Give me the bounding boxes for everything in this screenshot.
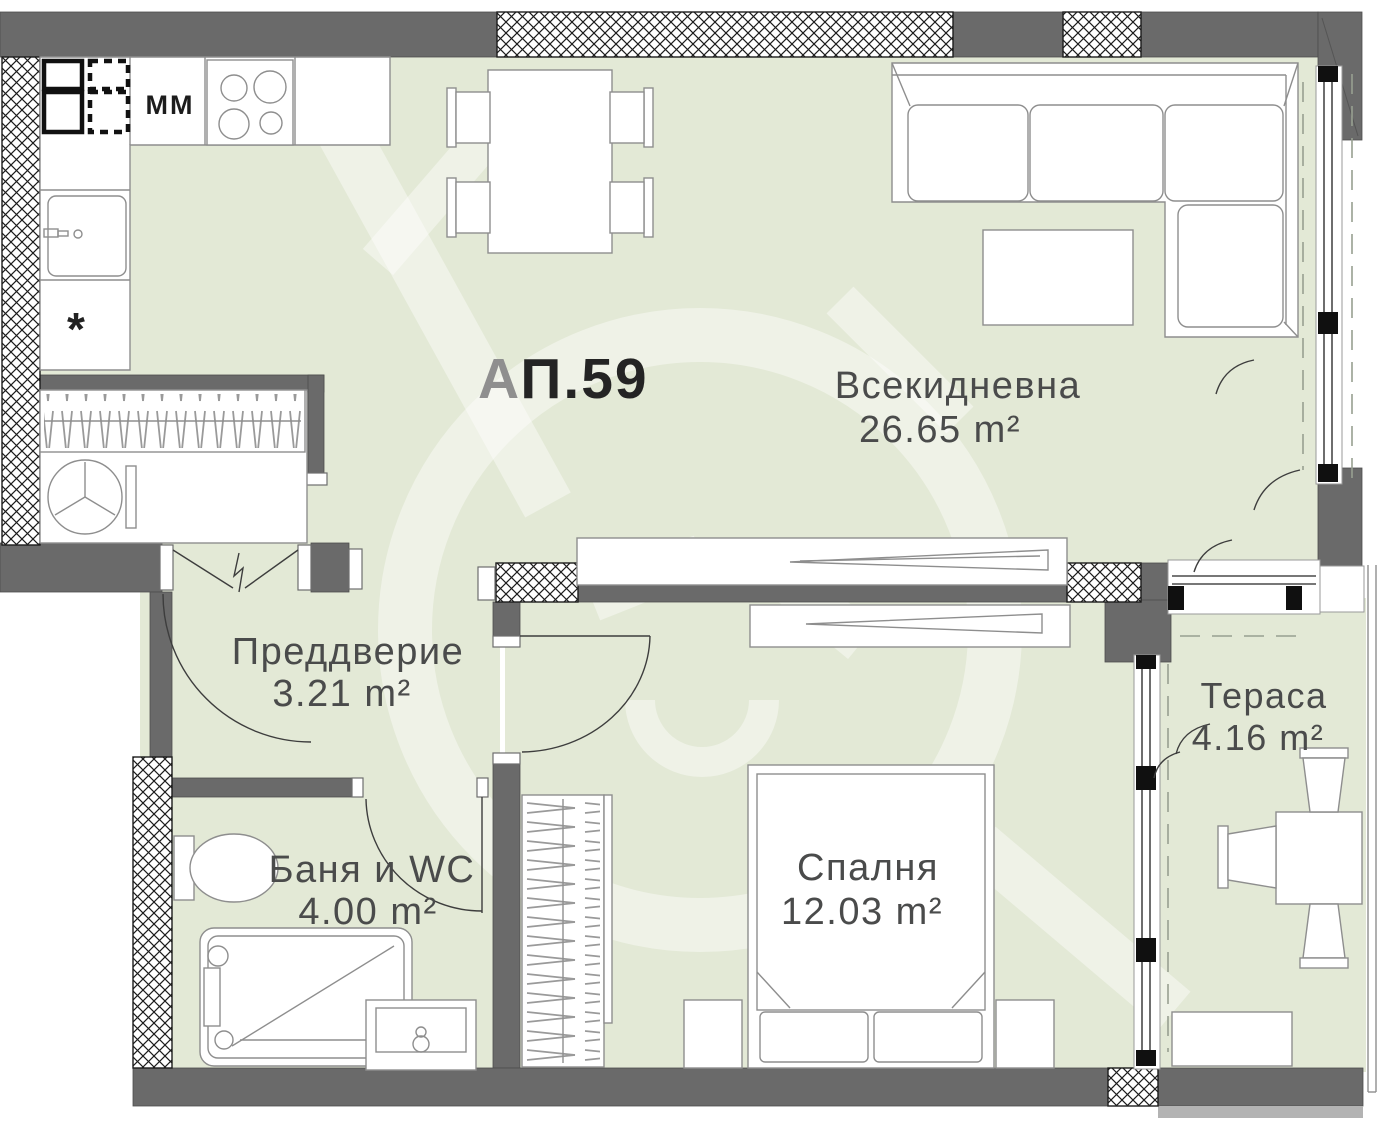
insulation-hatch-walls bbox=[1, 11, 1159, 1107]
dining-chair bbox=[446, 87, 491, 148]
hall-wardrobe-icon bbox=[39, 389, 306, 453]
appliance-label-mm: MM bbox=[146, 90, 195, 120]
dishwasher-icon bbox=[87, 58, 131, 135]
tv-icon-living bbox=[789, 549, 1049, 571]
room-label-bath-name: Баня и WC bbox=[269, 849, 476, 891]
dining-chair bbox=[609, 87, 654, 148]
dining-chair bbox=[609, 177, 654, 238]
terrace-table bbox=[1275, 811, 1363, 905]
room-label-terrace-area: 4.16 m² bbox=[1192, 717, 1325, 758]
tv-cabinet-bedroom bbox=[749, 604, 1071, 648]
terrace-door-window bbox=[1167, 559, 1365, 637]
room-label-terrace-name: Тераса bbox=[1200, 675, 1327, 716]
window-swing-marks bbox=[1153, 359, 1301, 779]
corner-sofa bbox=[891, 62, 1299, 338]
bedroom-furniture bbox=[520, 604, 1071, 1069]
entrance-door bbox=[162, 549, 312, 743]
room-label-living-name: Всекидневна bbox=[835, 365, 1081, 407]
coffee-table bbox=[982, 229, 1134, 326]
kitchen-area: * bbox=[39, 56, 391, 544]
labels: АП.59 MM Всекидневна 26.65 m² Преддверие… bbox=[146, 90, 1327, 933]
pillow bbox=[759, 1011, 869, 1063]
room-label-living-area: 26.65 m² bbox=[859, 409, 1021, 451]
bedroom-wardrobe-icon bbox=[521, 794, 613, 1068]
living-room-window bbox=[1302, 65, 1353, 485]
room-label-hall-area: 3.21 m² bbox=[272, 673, 411, 715]
double-bed bbox=[747, 764, 995, 1069]
room-label-bath-area: 4.00 m² bbox=[298, 891, 437, 933]
terrace-chair bbox=[1299, 903, 1349, 969]
dining-area bbox=[446, 69, 654, 254]
toilet-icon bbox=[173, 833, 279, 903]
shower-icon bbox=[199, 927, 413, 1067]
living-room-furniture bbox=[576, 62, 1299, 586]
fridge-star-symbol: * bbox=[67, 303, 85, 355]
dining-chair bbox=[446, 177, 491, 238]
terrace-furniture bbox=[1171, 747, 1363, 1067]
bedroom-terrace-window bbox=[1133, 654, 1169, 1070]
bedroom-door bbox=[520, 635, 651, 753]
tv-cabinet-living bbox=[576, 537, 1068, 586]
bathroom-door bbox=[365, 797, 483, 913]
ventilation-fan-icon bbox=[47, 459, 137, 535]
terrace-planter bbox=[1171, 1011, 1293, 1067]
nightstand bbox=[683, 999, 743, 1069]
washing-machine-icon bbox=[41, 58, 85, 135]
stove-icon bbox=[206, 59, 294, 146]
dining-table bbox=[487, 69, 613, 254]
bathroom-fixtures bbox=[173, 797, 483, 1071]
terrace-chair bbox=[1299, 747, 1349, 813]
apartment-title: АП.59 bbox=[478, 347, 649, 411]
terrace-railing bbox=[1367, 565, 1377, 1093]
terrace-chair bbox=[1217, 825, 1277, 889]
kitchen-sink-icon bbox=[43, 195, 127, 277]
nightstand bbox=[995, 999, 1055, 1069]
room-label-bedroom-name: Спалня bbox=[797, 847, 939, 889]
washbasin-icon bbox=[365, 999, 477, 1071]
pillow bbox=[873, 1011, 983, 1063]
tv-icon-bedroom bbox=[805, 613, 1043, 634]
room-label-bedroom-area: 12.03 m² bbox=[781, 891, 943, 933]
room-label-hall-name: Преддверие bbox=[232, 631, 464, 673]
